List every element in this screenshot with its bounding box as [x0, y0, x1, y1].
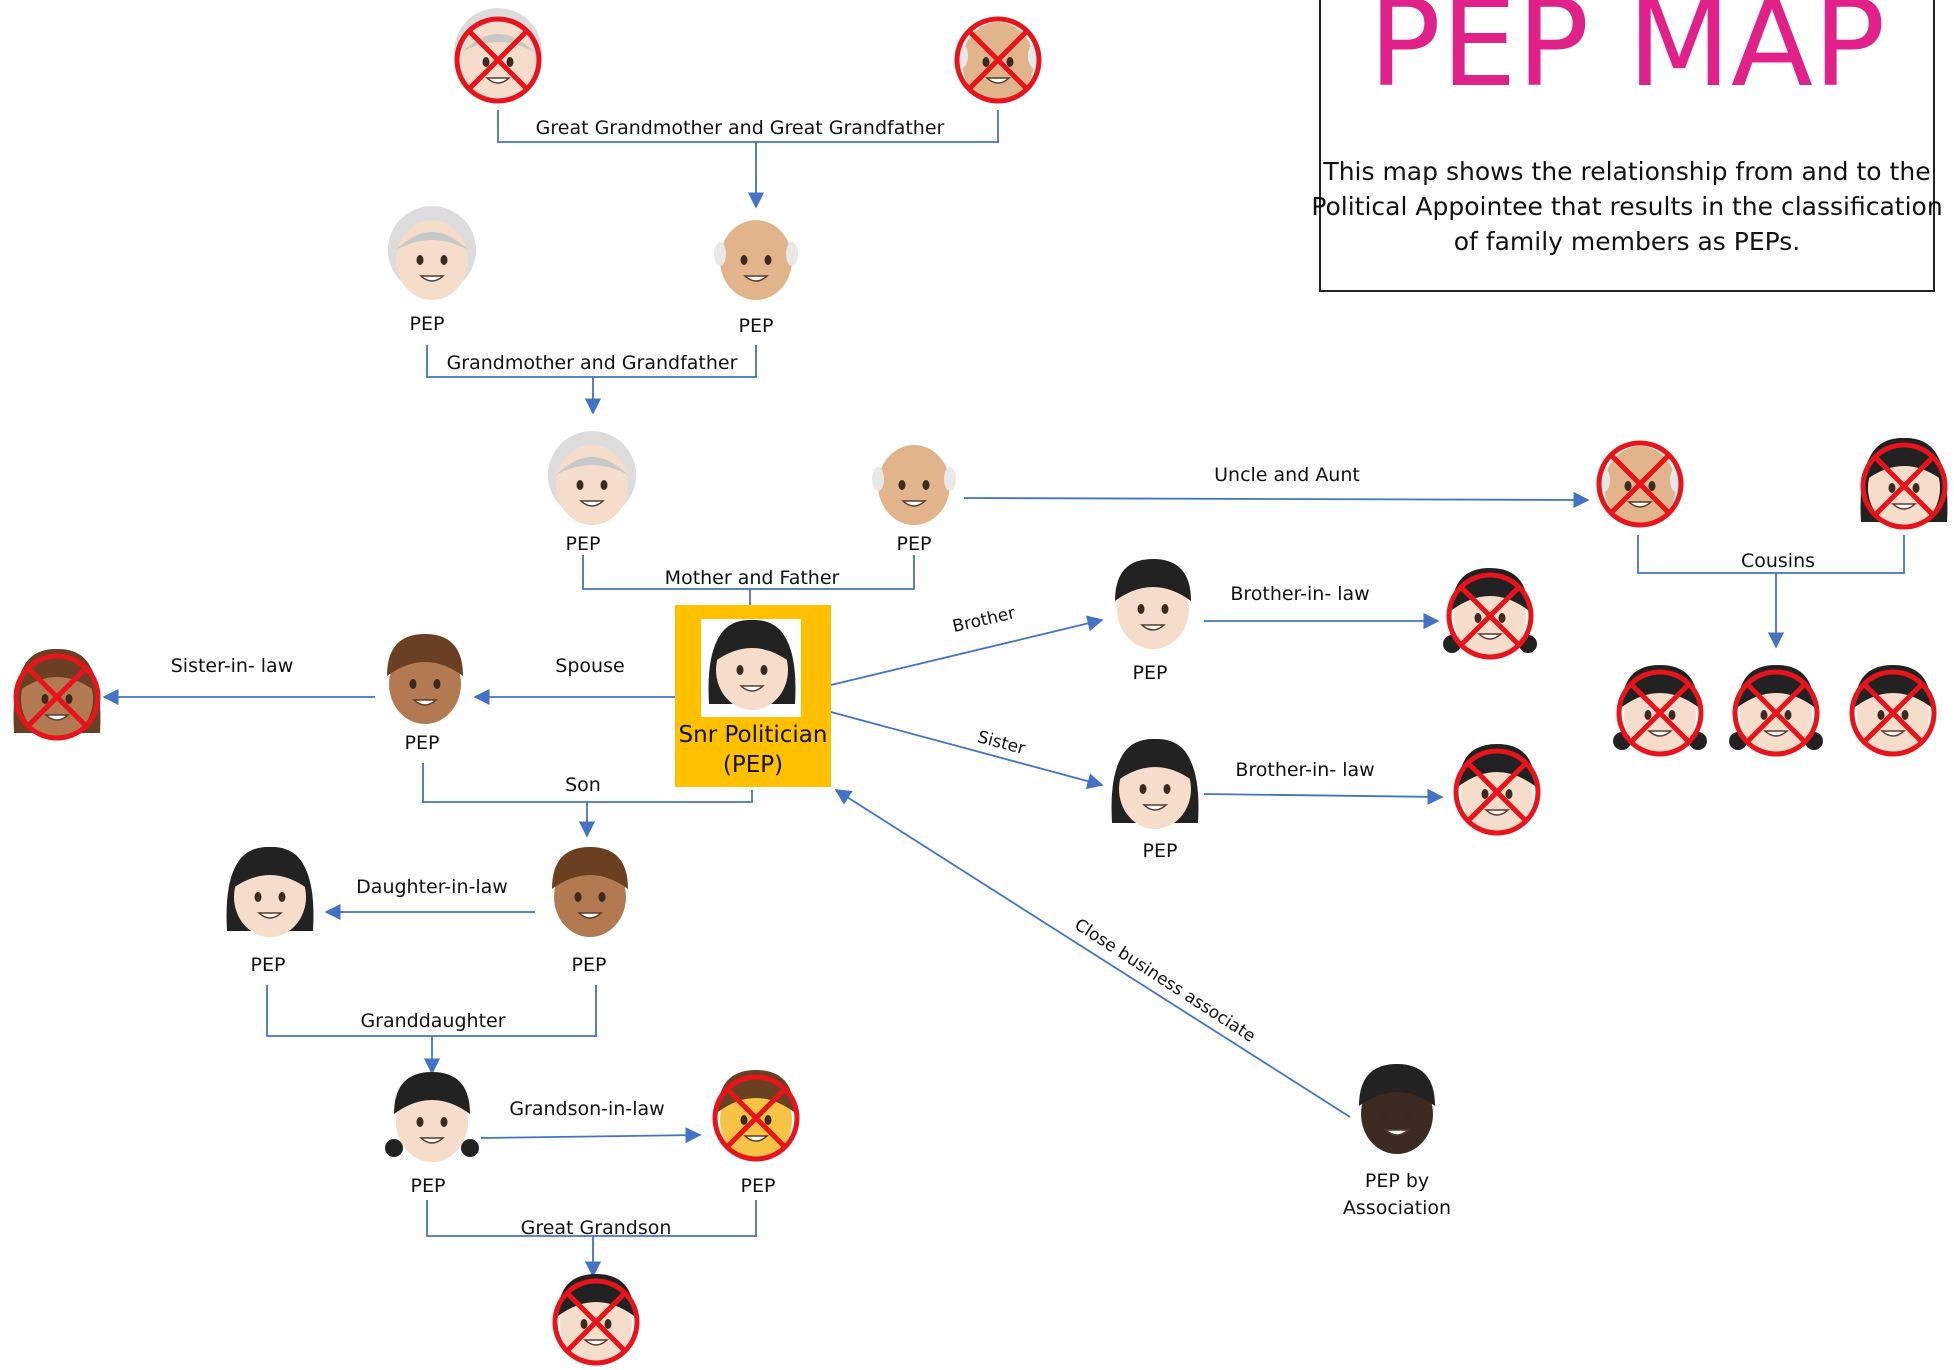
label-sister-in-law: Sister-in- law — [171, 655, 294, 677]
arrow-grandson-in-law — [480, 1127, 702, 1144]
grandfather-2-elderly-man-icon: PEP — [872, 445, 956, 555]
arrow-sister — [830, 711, 1104, 790]
cousin-1-girl-icon — [1613, 665, 1707, 757]
label-parents: Mother and Father — [665, 567, 840, 589]
sister-label: PEP — [1143, 840, 1178, 862]
label-brother-in-law-1: Brother-in- law — [1230, 583, 1369, 605]
label-uncle-aunt: Uncle and Aunt — [1214, 464, 1360, 486]
grandmother-1-label: PEP — [410, 313, 445, 335]
politician-status: (PEP) — [723, 752, 783, 778]
description-line-1: This map shows the relationship from and… — [1322, 157, 1930, 186]
great-grandmother-elderly-woman-icon — [454, 8, 542, 104]
label-cousins: Cousins — [1741, 550, 1815, 572]
granddaughter-girl-icon: PEP — [385, 1072, 479, 1197]
daughter-in-law-woman-icon: PEP — [226, 846, 314, 976]
business-associate-label: Association — [1343, 1197, 1451, 1219]
sister-in-law-woman-icon — [13, 648, 101, 741]
grandmother-2-elderly-woman-icon: PEP — [548, 431, 636, 555]
label-great-grandson: Great Grandson — [521, 1217, 672, 1239]
label-son: Son — [565, 774, 601, 796]
politician-woman-icon — [708, 619, 796, 710]
label-granddaughter: Granddaughter — [360, 1010, 505, 1032]
grandfather-2-label: PEP — [897, 533, 932, 555]
brother-in-law-1-girl-icon — [1443, 568, 1537, 660]
label-grandson-in-law: Grandson-in-law — [509, 1098, 664, 1120]
label-spouse: Spouse — [555, 655, 624, 677]
spouse-label: PEP — [405, 732, 440, 754]
label-great-grandparents: Great Grandmother and Great Grandfather — [536, 117, 945, 139]
label-sister: Sister — [975, 727, 1027, 759]
title-box — [1319, 0, 1935, 292]
brother-man-icon: PEP — [1115, 559, 1191, 684]
politician-name: Snr Politician — [679, 722, 828, 748]
brother-label: PEP — [1133, 662, 1168, 684]
cousin-3-boy-icon — [1849, 665, 1937, 757]
connector-great-grandparents — [497, 110, 999, 143]
label-business-associate: Close business associate — [1071, 915, 1259, 1047]
sister-woman-icon: PEP — [1111, 738, 1199, 862]
great-grandson-baby-icon — [552, 1274, 640, 1366]
brother-in-law-2-man-icon — [1453, 744, 1541, 836]
connector-cousins — [1637, 535, 1905, 574]
connector-great-grandson — [426, 1200, 757, 1237]
grandfather-1-elderly-man-icon: PEP — [714, 220, 798, 337]
cousin-2-girl-icon — [1729, 665, 1823, 757]
arrow-uncle-aunt — [963, 491, 1590, 509]
son-label: PEP — [572, 954, 607, 976]
label-brother: Brother — [951, 603, 1017, 637]
arrow-brother — [830, 615, 1104, 686]
grandson-in-law-child-icon: PEP — [712, 1070, 800, 1197]
son-man-icon: PEP — [552, 847, 628, 976]
pep-map-title: PEP MAP — [1369, 0, 1886, 114]
daughter-in-law-label: PEP — [251, 954, 286, 976]
description-line-3: of family members as PEPs. — [1454, 227, 1801, 256]
spouse-man-icon: PEP — [387, 634, 463, 754]
label-grandparents: Grandmother and Grandfather — [447, 352, 738, 374]
connector-parents — [582, 555, 915, 590]
description-line-2: Political Appointee that results in the … — [1311, 192, 1942, 221]
grandmother-1-elderly-woman-icon: PEP — [388, 206, 476, 335]
arrow-brother-in-law-2 — [1203, 788, 1444, 805]
grandson-in-law-label: PEP — [741, 1175, 776, 1197]
great-grandfather-elderly-man-icon — [954, 16, 1042, 104]
grandfather-1-label: PEP — [739, 315, 774, 337]
arrow-business-associate — [834, 789, 1351, 1118]
uncle-elderly-man-icon — [1596, 440, 1684, 528]
people-layer: PEP PEP PEP PEP PEP PEP PEP PEP PEP PEP PEP PEP by A… — [13, 8, 1948, 1366]
business-associate-label: PEP by — [1365, 1170, 1429, 1192]
business-associate-man-icon: PEP by Association — [1343, 1064, 1451, 1219]
granddaughter-label: PEP — [411, 1175, 446, 1197]
label-daughter-in-law: Daughter-in-law — [356, 876, 508, 898]
connector-grandparents — [426, 345, 757, 378]
aunt-woman-icon — [1860, 437, 1948, 530]
label-brother-in-law-2: Brother-in- law — [1235, 759, 1374, 781]
grandmother-2-label: PEP — [566, 533, 601, 555]
